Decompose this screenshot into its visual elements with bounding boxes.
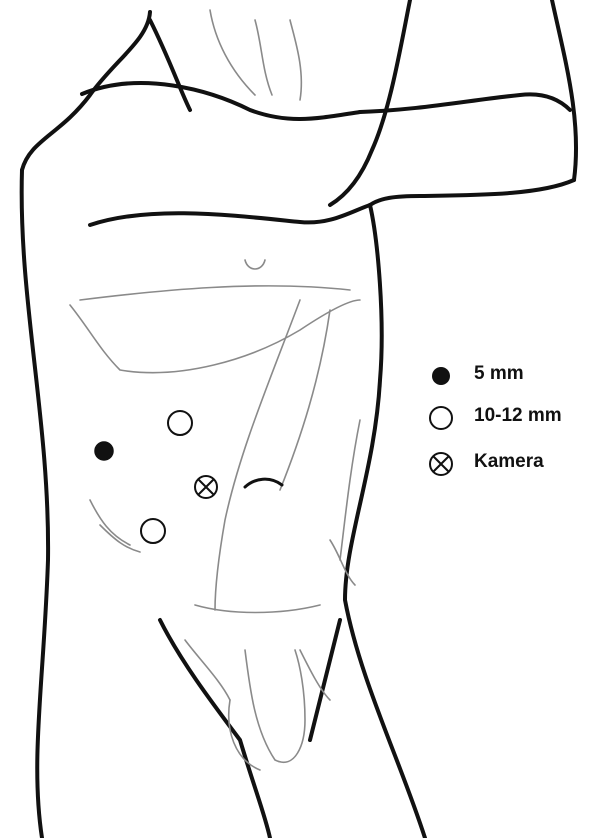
legend-label-5mm: 5 mm (474, 363, 524, 385)
inner-arm-line (150, 20, 190, 110)
legend-item-kamera: Kamera (424, 450, 584, 496)
collar-line (290, 20, 301, 100)
iliac-crest (90, 500, 130, 545)
genital-contour (245, 650, 305, 762)
legend: 5 mm 10-12 mm Kamera (424, 358, 584, 496)
port-5mm-marker (95, 442, 113, 460)
legend-item-10-12mm: 10-12 mm (424, 404, 584, 450)
upper-arm-right (330, 0, 410, 205)
filled-circle-icon (424, 358, 464, 398)
linea-alba (215, 300, 300, 610)
leg-right-inner (310, 620, 340, 740)
left-side-contour (22, 170, 48, 838)
port-10-12mm-marker-lower (141, 519, 165, 543)
neck-line-2 (255, 20, 272, 95)
pubic-line (195, 605, 320, 613)
crossed-circle-icon (424, 450, 464, 490)
legend-label-kamera: Kamera (474, 451, 544, 473)
arm-elbow-right (552, 0, 576, 180)
navel (245, 479, 282, 487)
open-circle-icon (424, 404, 464, 444)
chest-line (90, 205, 370, 225)
rib-margin (70, 300, 360, 373)
nipple (245, 260, 265, 269)
legend-label-10-12mm: 10-12 mm (474, 405, 562, 427)
leg-inner (160, 620, 270, 838)
rib-arc (80, 286, 350, 300)
flank-line (340, 420, 360, 560)
arm-crease (82, 83, 360, 119)
legend-item-5mm: 5 mm (424, 358, 584, 404)
neck-line (210, 10, 255, 95)
forearm-bottom (370, 180, 574, 205)
port-10-12mm-marker-upper (168, 411, 192, 435)
port-camera-marker (195, 476, 217, 498)
